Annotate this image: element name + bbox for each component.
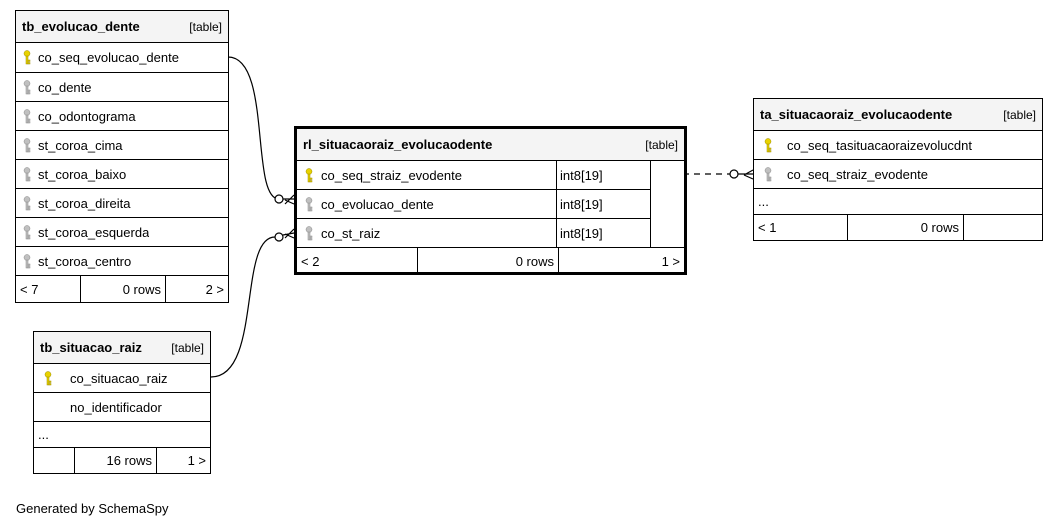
primary-key-icon	[34, 364, 62, 392]
children-link[interactable]: 1 >	[156, 448, 210, 473]
relationship-situacao-raiz-crowfoot	[282, 228, 295, 239]
ellipsis: ...	[758, 194, 769, 209]
relationship-situacao-raiz-optional-marker	[274, 232, 284, 242]
relationship-evolucao-dente-crowfoot	[283, 194, 295, 205]
parents-link[interactable]: < 7	[20, 281, 39, 297]
column-name: co_odontograma	[38, 108, 136, 124]
column-name: st_coroa_cima	[38, 137, 123, 153]
column-name: co_st_raiz	[321, 219, 557, 247]
row-count: 0 rows	[847, 215, 963, 240]
column-name: co_dente	[38, 79, 92, 95]
column-row[interactable]: st_coroa_esquerda	[16, 218, 228, 247]
table-header: rl_situacaoraiz_evolucaodente [table]	[297, 129, 684, 161]
column-row[interactable]: st_coroa_cima	[16, 131, 228, 160]
column-icon-slot	[34, 393, 62, 421]
table-footer: < 7 0 rows 2 >	[16, 276, 228, 302]
ellipsis: ...	[38, 427, 49, 442]
parents-link[interactable]	[34, 448, 74, 473]
table-footer: < 2 0 rows 1 >	[297, 248, 684, 275]
generator-credit: Generated by SchemaSpy	[16, 501, 169, 516]
column-key-icon	[16, 218, 38, 246]
table-footer: < 1 0 rows	[754, 215, 1042, 240]
table-ta-situacaoraiz-evolucaodente[interactable]: ta_situacaoraiz_evolucaodente [table] co…	[753, 98, 1043, 241]
table-type-tag: [table]	[171, 340, 204, 355]
table-name: ta_situacaoraiz_evolucaodente	[760, 107, 953, 122]
column-key-icon	[16, 131, 38, 159]
column-type: int8[19]	[560, 225, 603, 241]
column-row[interactable]: co_situacao_raiz	[34, 364, 210, 393]
column-name: no_identificador	[70, 399, 162, 415]
column-row[interactable]: co_seq_straiz_evodente	[754, 160, 1042, 189]
table-footer: 16 rows 1 >	[34, 448, 210, 473]
column-key-icon	[16, 189, 38, 217]
column-name: st_coroa_esquerda	[38, 224, 150, 240]
table-name: tb_evolucao_dente	[22, 19, 140, 34]
column-row[interactable]: co_st_raiz int8[19]	[297, 219, 650, 248]
relationship-situacao-raiz	[210, 236, 276, 378]
column-name: co_seq_tasituacaoraizevolucdnt	[787, 137, 973, 153]
table-header: ta_situacaoraiz_evolucaodente [table]	[754, 99, 1042, 131]
column-name: st_coroa_centro	[38, 253, 132, 269]
children-link[interactable]	[963, 215, 1042, 240]
children-link[interactable]: 1 >	[558, 248, 684, 275]
table-tb-situacao-raiz[interactable]: tb_situacao_raiz [table] co_situacao_rai…	[33, 331, 211, 474]
primary-key-icon	[16, 43, 38, 72]
column-row[interactable]: co_evolucao_dente int8[19]	[297, 190, 650, 219]
column-key-icon	[16, 102, 38, 130]
column-type: int8[19]	[560, 196, 603, 212]
column-name: co_situacao_raiz	[70, 370, 168, 386]
column-row[interactable]: co_seq_tasituacaoraizevolucdnt	[754, 131, 1042, 160]
table-type-tag: [table]	[1003, 107, 1036, 122]
column-key-icon	[16, 247, 38, 275]
relationship-evolucao-dente-optional-marker	[274, 194, 284, 204]
column-spacer	[650, 161, 684, 248]
column-row[interactable]: co_seq_straiz_evodente int8[19]	[297, 161, 650, 190]
column-row[interactable]: co_dente	[16, 73, 228, 102]
column-name: st_coroa_baixo	[38, 166, 127, 182]
primary-key-icon	[754, 131, 782, 159]
column-name: co_evolucao_dente	[321, 190, 557, 218]
relationship-straiz-evodente-crowfoot	[738, 169, 754, 180]
column-row[interactable]: st_coroa_centro	[16, 247, 228, 276]
column-name: st_coroa_direita	[38, 195, 131, 211]
column-key-icon	[754, 160, 782, 188]
column-key-icon	[16, 73, 38, 101]
column-name: co_seq_evolucao_dente	[38, 50, 179, 65]
table-type-tag: [table]	[645, 137, 678, 152]
more-columns-row: ...	[34, 422, 210, 448]
column-row[interactable]: st_coroa_baixo	[16, 160, 228, 189]
column-row[interactable]: co_odontograma	[16, 102, 228, 131]
table-header: tb_evolucao_dente [table]	[16, 11, 228, 43]
table-header: tb_situacao_raiz [table]	[34, 332, 210, 364]
children-link[interactable]: 2 >	[165, 276, 228, 302]
column-type: int8[19]	[560, 167, 603, 183]
column-name: co_seq_straiz_evodente	[321, 161, 557, 189]
column-key-icon	[297, 219, 321, 247]
table-type-tag: [table]	[189, 19, 222, 34]
column-key-icon	[16, 160, 38, 188]
table-name: rl_situacaoraiz_evolucaodente	[303, 137, 493, 152]
row-count: 16 rows	[74, 448, 156, 473]
column-row[interactable]: st_coroa_direita	[16, 189, 228, 218]
column-key-icon	[297, 190, 321, 218]
column-row[interactable]: no_identificador	[34, 393, 210, 422]
row-count: 0 rows	[417, 248, 558, 275]
row-count: 0 rows	[80, 276, 165, 302]
relationship-straiz-evodente-optional-marker	[729, 169, 739, 179]
primary-key-icon	[297, 161, 321, 189]
table-name: tb_situacao_raiz	[40, 340, 142, 355]
parents-link[interactable]: < 2	[301, 254, 320, 269]
table-rl-situacaoraiz-evolucaodente[interactable]: rl_situacaoraiz_evolucaodente [table] co…	[294, 126, 687, 275]
table-tb-evolucao-dente[interactable]: tb_evolucao_dente [table] co_seq_evoluca…	[15, 10, 229, 303]
more-columns-row: ...	[754, 189, 1042, 215]
parents-link[interactable]: < 1	[758, 220, 777, 235]
relationship-evolucao-dente	[227, 56, 280, 200]
column-name: co_seq_straiz_evodente	[787, 166, 928, 182]
column-row[interactable]: co_seq_evolucao_dente	[16, 43, 228, 73]
